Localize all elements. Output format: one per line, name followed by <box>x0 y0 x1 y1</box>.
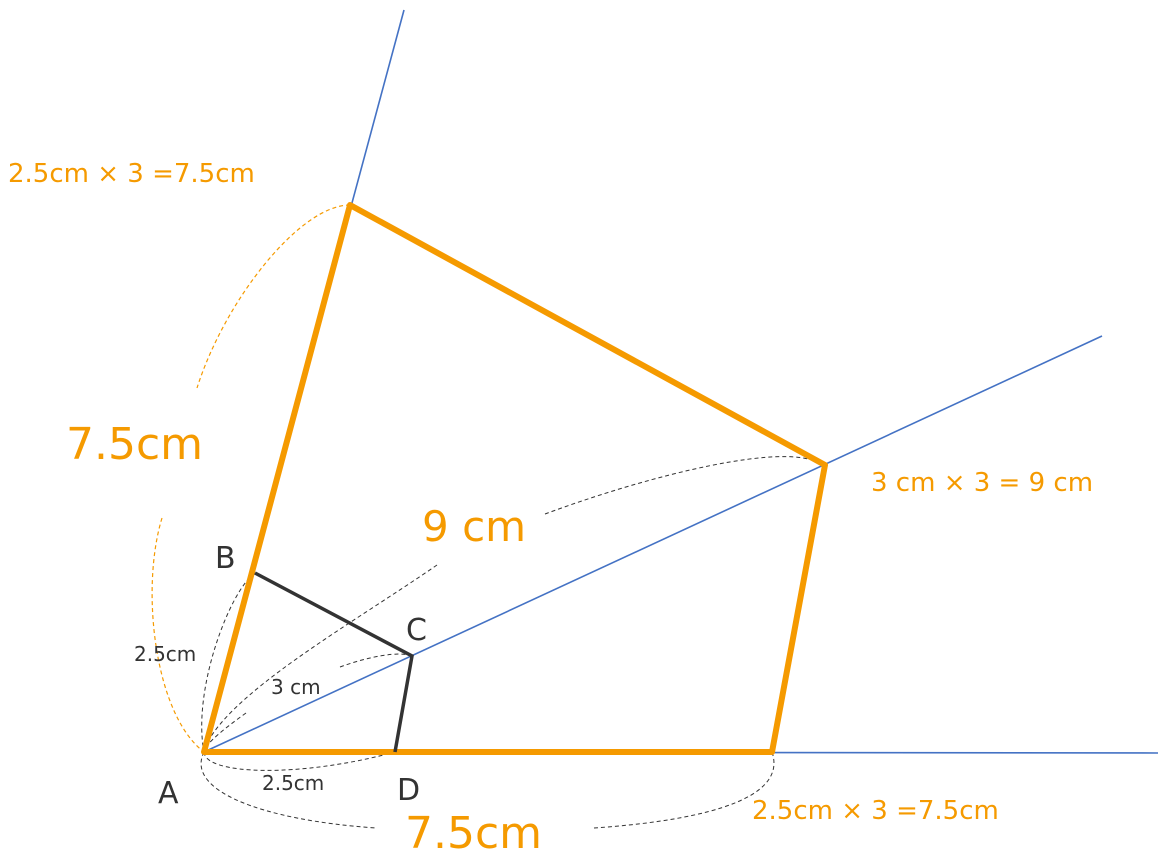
original-ac-length: 3 cm <box>271 675 321 699</box>
calculation-ac: 3 cm × 3 = 9 cm <box>871 468 1093 498</box>
calculation-ab: 2.5cm × 3 =7.5cm <box>8 159 255 189</box>
arc-enlarged-ac-upper <box>544 456 823 515</box>
point-c-label: C <box>406 613 427 648</box>
enlarged-quadrilateral <box>201 202 828 755</box>
enlarged-ad-length: 7.5cm <box>405 808 542 857</box>
calculation-ad: 2.5cm × 3 =7.5cm <box>752 796 999 826</box>
original-ad-length: 2.5cm <box>262 771 324 795</box>
enlarged-ac-length: 9 cm <box>422 502 526 551</box>
arc-enlarged-ac-lower <box>203 564 438 751</box>
arc-original-ac-upper <box>339 653 413 668</box>
original-ab-length: 2.5cm <box>134 642 196 666</box>
arc-enlarged-ab-upper <box>196 204 351 389</box>
ray-ac <box>203 335 1103 753</box>
point-a-label: A <box>158 776 179 811</box>
enlarged-ab-length: 7.5cm <box>66 419 203 470</box>
arc-enlarged-ad-right <box>593 751 775 829</box>
arc-enlarged-ab-lower <box>151 517 205 753</box>
original-quadrilateral <box>254 571 414 753</box>
point-d-label: D <box>397 773 420 808</box>
arc-enlarged-ad-left <box>200 751 377 829</box>
point-b-label: B <box>215 541 236 576</box>
arc-original-ad <box>203 751 396 771</box>
